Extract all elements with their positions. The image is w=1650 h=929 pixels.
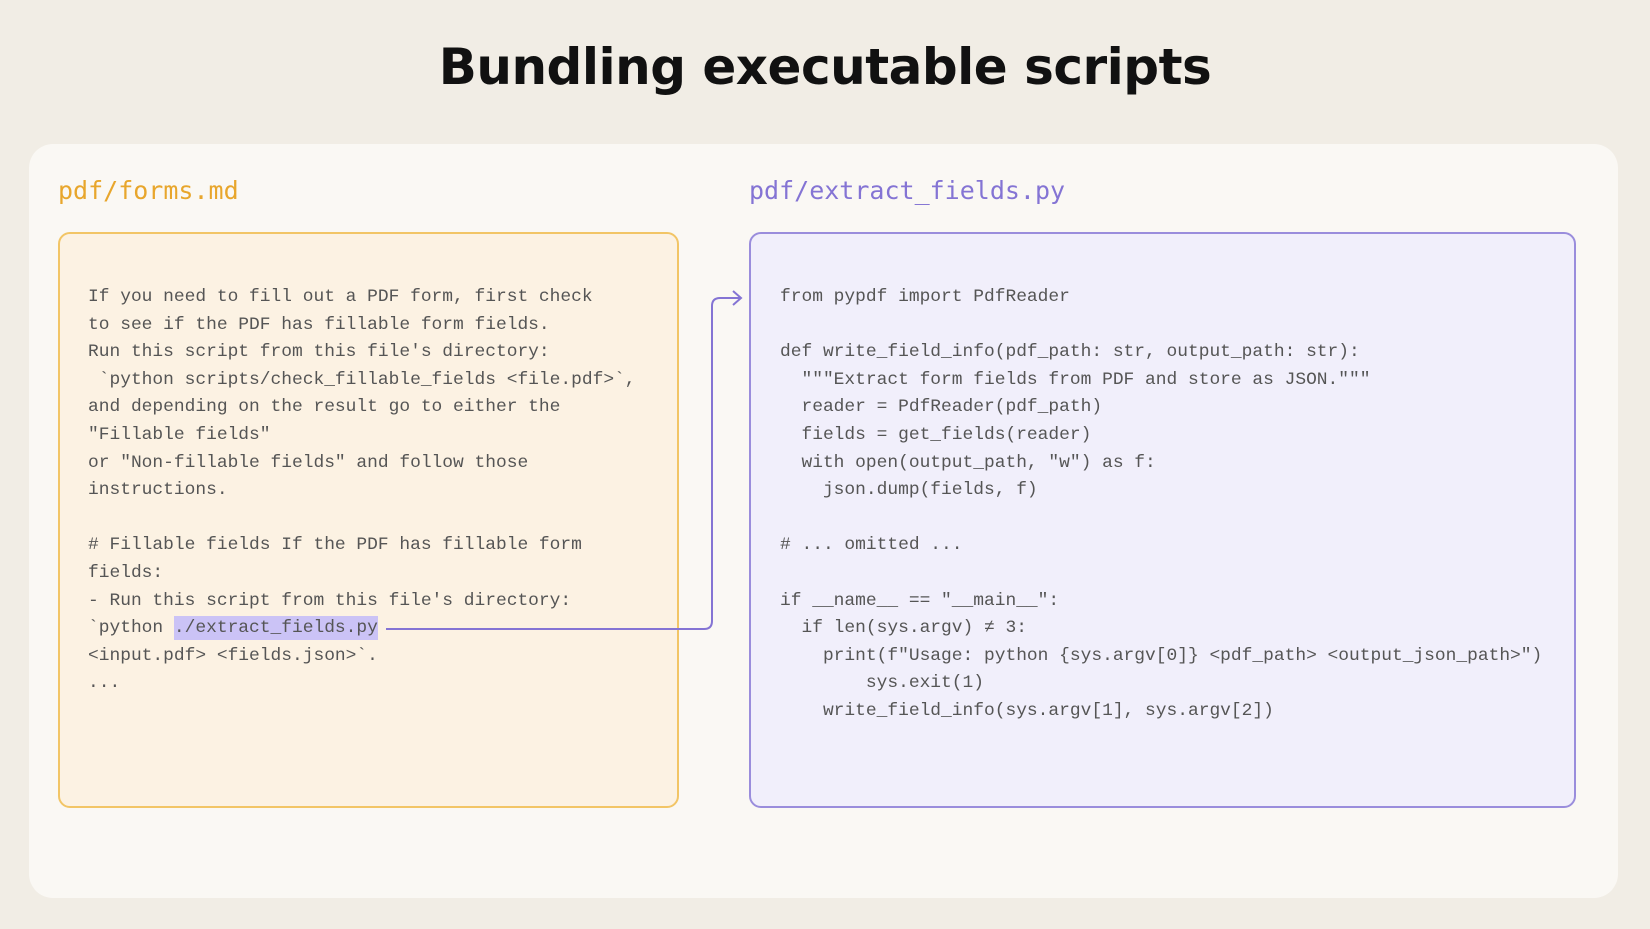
page-title: Bundling executable scripts (438, 38, 1212, 96)
python-filename: pdf/extract_fields.py (749, 176, 1066, 205)
python-code: from pypdf import PdfReader def write_fi… (780, 284, 1542, 726)
code-line: if len(sys.argv) ≠ 3: (780, 618, 1027, 639)
markdown-lines-before: If you need to fill out a PDF form, firs… (88, 287, 636, 611)
text-line: `python scripts/check_fillable_fields <f… (88, 369, 636, 390)
text-line: to see if the PDF has fillable form fiel… (88, 314, 550, 335)
code-line: fields = get_fields(reader) (780, 424, 1092, 445)
code-line: def write_field_info(pdf_path: str, outp… (780, 342, 1360, 363)
code-line: write_field_info(sys.argv[1], sys.argv[2… (780, 700, 1274, 721)
markdown-filename: pdf/forms.md (58, 176, 239, 205)
markdown-lines-after: <input.pdf> <fields.json>`. ... (88, 646, 378, 694)
python-file-panel (749, 232, 1576, 808)
text-line: "Fillable fields" (88, 424, 271, 445)
text-line: fields: (88, 562, 164, 583)
connector-line (386, 297, 740, 630)
text-line: If you need to fill out a PDF form, firs… (88, 287, 593, 307)
link-prefix: `python (88, 618, 174, 639)
text-line: or "Non-fillable fields" and follow thos… (88, 452, 529, 473)
code-line: if __name__ == "__main__": (780, 590, 1060, 611)
code-line: with open(output_path, "w") as f: (780, 452, 1156, 473)
code-line: sys.exit(1) (780, 673, 984, 694)
text-line: instructions. (88, 480, 228, 501)
code-line: from pypdf import PdfReader (780, 287, 1070, 307)
text-line: <input.pdf> <fields.json>`. (88, 645, 378, 666)
code-line: reader = PdfReader(pdf_path) (780, 397, 1103, 418)
text-line: and depending on the result go to either… (88, 397, 561, 418)
code-line: json.dump(fields, f) (780, 480, 1038, 501)
text-line: - Run this script from this file's direc… (88, 590, 572, 611)
text-line: ... (88, 673, 121, 694)
code-line: print(f"Usage: python {sys.argv[0]} <pdf… (780, 645, 1543, 666)
markdown-content: If you need to fill out a PDF form, firs… (88, 284, 636, 698)
code-line: # ... omitted ... (780, 535, 963, 556)
code-line: """Extract form fields from PDF and stor… (780, 369, 1371, 390)
markdown-file-panel (58, 232, 679, 808)
arrow-head-icon (732, 290, 743, 306)
script-reference-highlight[interactable]: ./extract_fields.py (173, 616, 378, 641)
text-line: Run this script from this file's directo… (88, 342, 550, 363)
text-line: # Fillable fields If the PDF has fillabl… (88, 535, 582, 556)
